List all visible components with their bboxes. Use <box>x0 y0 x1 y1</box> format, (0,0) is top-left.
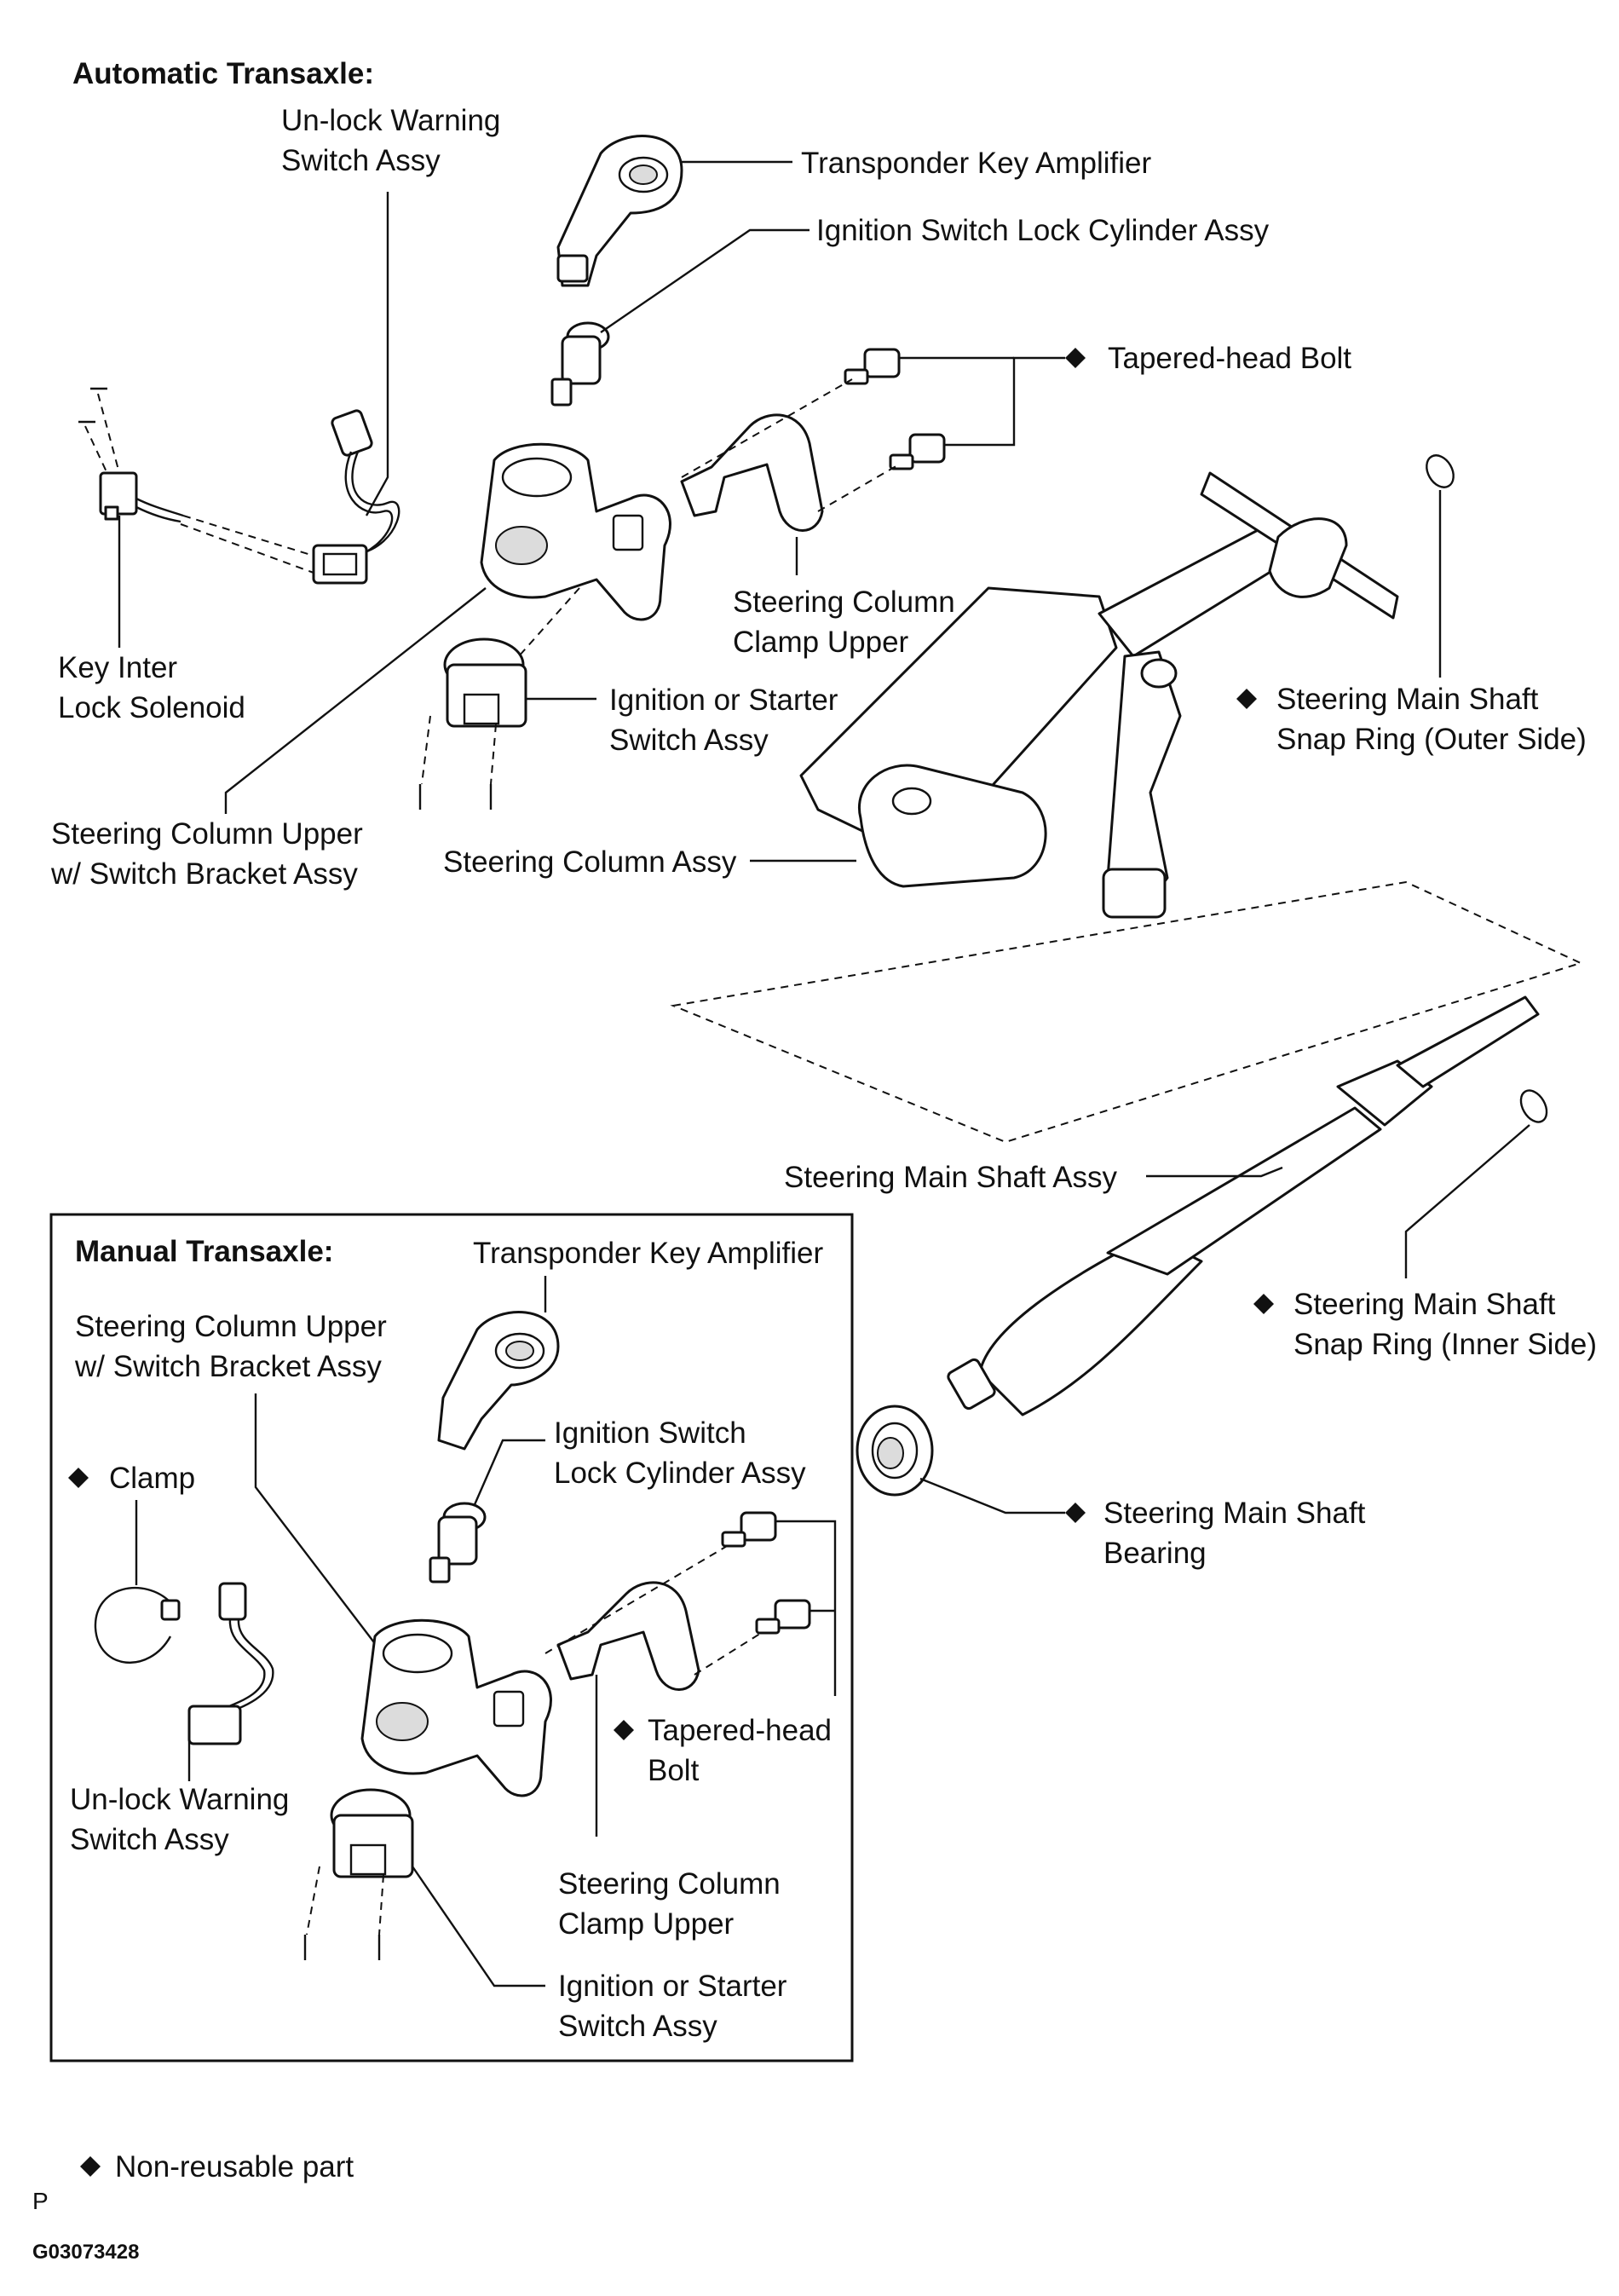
svg-text:Key Inter: Key Inter <box>58 651 177 684</box>
manual-steering-column-clamp-upper-part <box>544 1542 763 1691</box>
main-shaft-bearing-leader <box>919 1477 1065 1514</box>
manual-clamp-part <box>94 1586 181 1664</box>
svg-text:Steering Column: Steering Column <box>558 1867 781 1901</box>
auto-tapered-head-bolt-label: Tapered-head Bolt <box>1108 342 1351 375</box>
svg-text:w/ Switch Bracket Assy: w/ Switch Bracket Assy <box>50 857 358 891</box>
manual-unlock-warning-switch-label: Un-lock Warning Switch Assy <box>70 1783 289 1856</box>
manual-transaxle-title: Manual Transaxle: <box>75 1235 333 1268</box>
auto-ignition-starter-switch-label: Ignition or Starter Switch Assy <box>609 684 838 757</box>
figure-code: G03073428 <box>32 2241 139 2264</box>
svg-text:Clamp Upper: Clamp Upper <box>733 626 909 659</box>
auto-bolt-non-reusable-marker <box>1065 348 1086 368</box>
svg-text:Lock Solenoid: Lock Solenoid <box>58 691 245 724</box>
svg-text:Ignition or Starter: Ignition or Starter <box>609 684 838 717</box>
steering-main-shaft-bearing-part <box>856 1405 934 1497</box>
manual-transponder-key-amplifier-label: Transponder Key Amplifier <box>473 1237 823 1270</box>
manual-transponder-key-amplifier-part <box>437 1311 560 1451</box>
svg-text:Tapered-head: Tapered-head <box>648 1714 832 1747</box>
snap-ring-outer-non-reusable-marker <box>1236 689 1257 709</box>
clamp-non-reusable-marker <box>68 1468 89 1488</box>
steering-main-shaft-assy-label: Steering Main Shaft Assy <box>784 1161 1118 1194</box>
steering-main-shaft-snap-ring-inner-label: Steering Main Shaft Snap Ring (Inner Sid… <box>1293 1288 1597 1361</box>
svg-text:Clamp Upper: Clamp Upper <box>558 1907 735 1941</box>
steering-column-assy-label: Steering Column Assy <box>443 845 737 879</box>
manual-tapered-head-bolt-label: Tapered-head Bolt <box>648 1714 832 1787</box>
svg-text:Ignition Switch: Ignition Switch <box>554 1416 746 1450</box>
manual-transaxle-frame <box>49 1213 854 2062</box>
automatic-transaxle-section: Automatic Transaxle: Un-lock Warning Swi… <box>50 57 1597 1570</box>
main-shaft-leader <box>1146 1166 1283 1178</box>
svg-text:Lock Cylinder Assy: Lock Cylinder Assy <box>554 1457 806 1490</box>
steering-column-assy-part <box>799 471 1399 919</box>
auto-steering-column-clamp-upper-label: Steering Column Clamp Upper <box>733 586 955 659</box>
main-shaft-bearing-non-reusable-marker <box>1065 1503 1086 1523</box>
non-reusable-part-label: Non-reusable part <box>115 2150 354 2184</box>
key-interlock-solenoid-part <box>78 387 314 574</box>
manual-ignition-starter-switch-part <box>303 1788 414 1960</box>
svg-text:Steering Column Upper: Steering Column Upper <box>51 817 363 851</box>
auto-transponder-key-amplifier-label: Transponder Key Amplifier <box>801 147 1151 180</box>
manual-unlock-warning-switch-part <box>187 1582 274 1745</box>
auto-upper-bracket-leader <box>224 587 487 814</box>
auto-unlock-warning-switch-label: Un-lock Warning Switch Assy <box>281 104 500 177</box>
auto-steering-column-upper-bracket-label: Steering Column Upper w/ Switch Bracket … <box>50 817 363 891</box>
manual-lock-cylinder-leader <box>471 1439 545 1509</box>
svg-text:Steering Column Upper: Steering Column Upper <box>75 1310 387 1343</box>
svg-text:Snap Ring (Inner Side): Snap Ring (Inner Side) <box>1293 1328 1597 1361</box>
legend: Non-reusable part <box>80 2150 354 2184</box>
manual-bolt-leader-1 <box>775 1520 837 1696</box>
manual-upper-bracket-leader <box>254 1393 380 1650</box>
svg-text:Un-lock Warning: Un-lock Warning <box>281 104 500 137</box>
svg-text:Steering Main Shaft: Steering Main Shaft <box>1276 683 1539 716</box>
svg-text:Switch Assy: Switch Assy <box>70 1823 229 1856</box>
manual-steering-column-upper-bracket-label: Steering Column Upper w/ Switch Bracket … <box>74 1310 387 1383</box>
svg-text:Steering Column: Steering Column <box>733 586 955 619</box>
steering-main-shaft-snap-ring-outer-label: Steering Main Shaft Snap Ring (Outer Sid… <box>1276 683 1587 756</box>
auto-steering-column-upper-bracket-part <box>480 442 671 666</box>
svg-text:Ignition or Starter: Ignition or Starter <box>558 1970 787 2003</box>
snap-ring-inner-non-reusable-marker <box>1253 1294 1274 1314</box>
manual-ignition-starter-leader <box>412 1866 545 1987</box>
svg-text:w/ Switch Bracket Assy: w/ Switch Bracket Assy <box>74 1350 382 1383</box>
steering-main-shaft-assy-part <box>947 995 1540 1416</box>
svg-text:Bolt: Bolt <box>648 1754 700 1787</box>
non-reusable-marker-legend <box>80 2156 101 2177</box>
manual-steering-column-upper-bracket-part <box>360 1618 552 1797</box>
manual-ignition-starter-switch-label: Ignition or Starter Switch Assy <box>558 1970 787 2043</box>
svg-text:Un-lock Warning: Un-lock Warning <box>70 1783 289 1816</box>
manual-transaxle-section: Manual Transaxle: Transponder Key Amplif… <box>49 1213 854 2062</box>
auto-bolt-leader-2 <box>944 356 1065 447</box>
manual-clamp-label: Clamp <box>109 1462 195 1495</box>
manual-ignition-lock-cylinder-part <box>429 1502 487 1584</box>
manual-bolt-non-reusable-marker <box>614 1720 634 1740</box>
auto-ignition-switch-lock-cylinder-label: Ignition Switch Lock Cylinder Assy <box>816 214 1270 247</box>
auto-unlock-switch-leader <box>365 192 389 516</box>
manual-ignition-switch-lock-cylinder-label: Ignition Switch Lock Cylinder Assy <box>554 1416 806 1490</box>
auto-ignition-lock-cylinder-part <box>550 321 610 407</box>
svg-text:Bearing: Bearing <box>1103 1537 1207 1570</box>
shaft-location-outline <box>670 880 1583 1144</box>
auto-unlock-warning-switch-part <box>312 409 400 585</box>
manual-tapered-head-bolts-part <box>721 1511 811 1635</box>
snap-ring-inner-leader <box>1404 1124 1530 1278</box>
svg-text:Snap Ring (Outer Side): Snap Ring (Outer Side) <box>1276 723 1587 756</box>
automatic-transaxle-title: Automatic Transaxle: <box>72 57 374 90</box>
auto-transponder-key-amplifier-part <box>556 135 683 287</box>
svg-text:Switch Assy: Switch Assy <box>281 144 441 177</box>
snap-ring-inner-part <box>1519 1089 1548 1123</box>
auto-ignition-starter-switch-part <box>418 637 527 810</box>
page-marker: P <box>32 2188 49 2214</box>
snap-ring-outer-part <box>1426 454 1455 488</box>
key-interlock-solenoid-label: Key Inter Lock Solenoid <box>58 651 245 724</box>
auto-lock-cylinder-leader <box>600 228 810 333</box>
auto-steering-column-clamp-upper-part <box>680 378 900 532</box>
auto-tapered-head-bolts-part <box>844 348 946 470</box>
svg-text:Steering Main Shaft: Steering Main Shaft <box>1293 1288 1556 1321</box>
svg-text:Switch Assy: Switch Assy <box>609 724 769 757</box>
svg-text:Switch Assy: Switch Assy <box>558 2010 717 2043</box>
svg-text:Steering Main Shaft: Steering Main Shaft <box>1103 1497 1366 1530</box>
manual-steering-column-clamp-upper-label: Steering Column Clamp Upper <box>558 1867 781 1941</box>
steering-main-shaft-bearing-label: Steering Main Shaft Bearing <box>1103 1497 1366 1570</box>
